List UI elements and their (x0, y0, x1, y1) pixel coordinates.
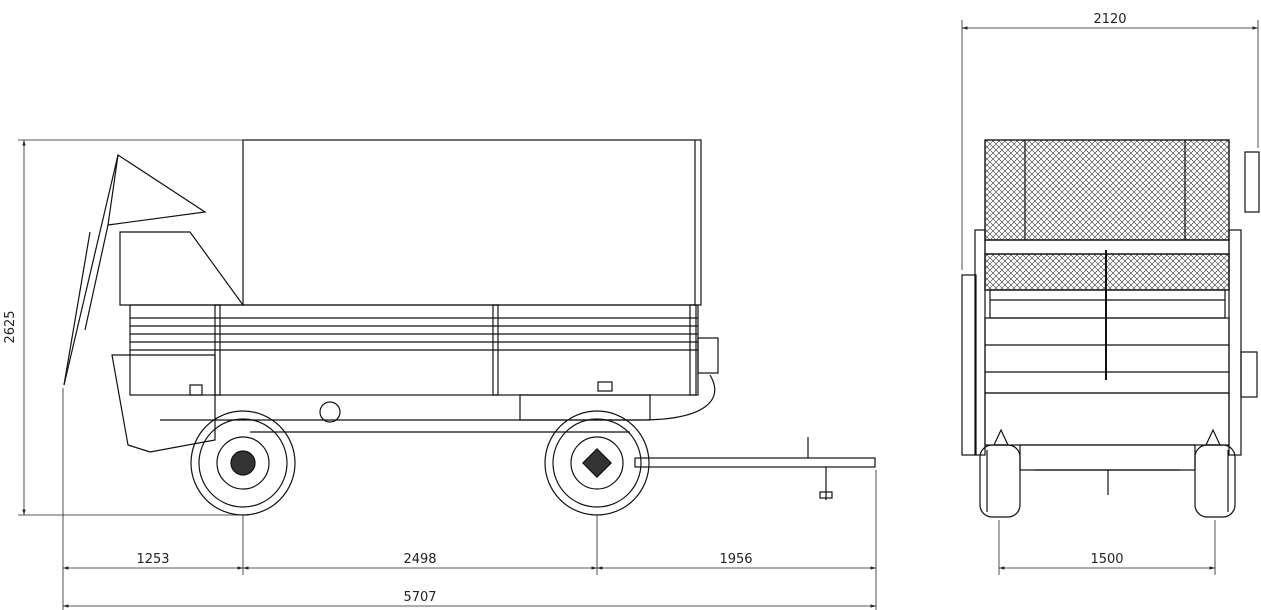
dim-drawbar-label: 1956 (719, 552, 752, 567)
discharge-unit (111, 354, 216, 453)
spreader-hood (119, 231, 245, 306)
mesh-screen (984, 139, 1230, 241)
rear-view (961, 139, 1260, 495)
side-wheel-front (190, 410, 296, 516)
dim-track-width-label: 1500 (1090, 552, 1123, 567)
drawbar (634, 457, 876, 468)
dim-total-width-label: 2120 (1093, 12, 1126, 27)
dim-height-label: 2625 (3, 310, 18, 343)
side-dimensions (18, 139, 877, 610)
dim-front-overhang-label: 1253 (136, 552, 169, 567)
side-box-cover (242, 139, 702, 306)
dim-total-length-label: 5707 (403, 590, 436, 605)
hood-lid (107, 153, 207, 226)
dim-wheelbase-label: 2498 (403, 552, 436, 567)
rear-wheel-right (1194, 444, 1236, 518)
side-view (63, 139, 876, 500)
rear-wheel-left (979, 444, 1021, 518)
side-wheel-rear (544, 410, 650, 516)
rear-dimensions (961, 20, 1259, 575)
